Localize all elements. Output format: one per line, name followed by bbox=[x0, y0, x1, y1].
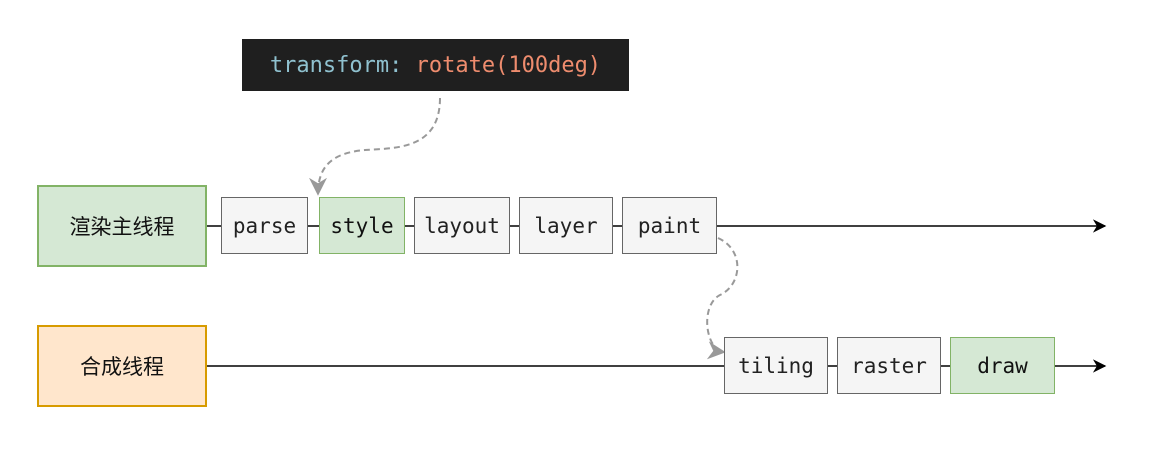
compositor-thread-label: 合成线程 bbox=[37, 325, 207, 407]
step-raster: raster bbox=[837, 337, 941, 394]
code-snippet: transform: rotate(100deg) bbox=[242, 39, 629, 91]
step-parse: parse bbox=[221, 197, 308, 254]
code-value: rotate(100deg) bbox=[415, 52, 602, 78]
step-tiling: tiling bbox=[724, 337, 828, 394]
step-paint: paint bbox=[622, 197, 717, 254]
code-property: transform: bbox=[269, 52, 403, 78]
paint-to-tiling-connector bbox=[706, 237, 739, 360]
code-to-style-connector bbox=[309, 97, 441, 196]
step-style: style bbox=[319, 197, 405, 254]
step-layout: layout bbox=[414, 197, 510, 254]
step-layer: layer bbox=[519, 197, 613, 254]
main-thread-label: 渲染主线程 bbox=[37, 185, 207, 267]
step-draw: draw bbox=[950, 337, 1055, 394]
